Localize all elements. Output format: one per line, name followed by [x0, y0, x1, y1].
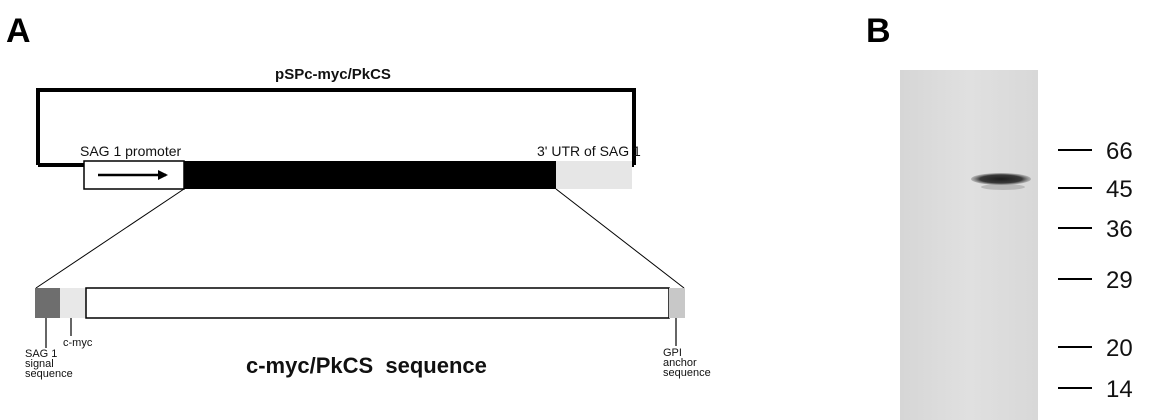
utr-label: 3' UTR of SAG 1 [537, 143, 641, 159]
marker-ladder: 66 45 36 29 20 14 [1058, 138, 1133, 403]
gpi-label: GPI anchor sequence [663, 347, 711, 379]
gpi-label-line-3: sequence [663, 367, 711, 379]
marker-label: 20 [1106, 335, 1133, 362]
cmyc-label: c-myc [63, 337, 93, 349]
marker-label: 29 [1106, 267, 1133, 294]
marker-label: 66 [1106, 138, 1133, 165]
zoom-line-left [36, 189, 184, 288]
western-blot-membrane [900, 70, 1038, 420]
cmyc-box [60, 288, 86, 318]
marker-label: 45 [1106, 176, 1133, 203]
signal-label-line-3: sequence [25, 368, 73, 380]
signal-label: SAG 1 signal sequence [25, 348, 73, 380]
sequence-title: c-myc/PkCS sequence [246, 353, 487, 378]
utr-box [556, 161, 632, 189]
plasmid-name: pSPc-myc/PkCS [275, 66, 391, 83]
promoter-label: SAG 1 promoter [80, 143, 181, 159]
pkcs-sequence-box [86, 288, 669, 318]
marker-label: 14 [1106, 376, 1133, 403]
gpi-anchor-box [669, 288, 685, 318]
zoom-line-right [556, 189, 684, 288]
insert-box [184, 161, 556, 189]
signal-sequence-box [35, 288, 60, 318]
panel-a: A pSPc-myc/PkCS SAG 1 promoter 3' UTR of… [6, 12, 711, 380]
marker-label: 36 [1106, 216, 1133, 243]
panel-a-letter: A [6, 12, 31, 50]
protein-band-smear [981, 184, 1025, 190]
panel-b-letter: B [866, 12, 891, 50]
protein-band [971, 173, 1031, 185]
panel-b: B 66 45 36 29 20 14 [866, 12, 1133, 420]
